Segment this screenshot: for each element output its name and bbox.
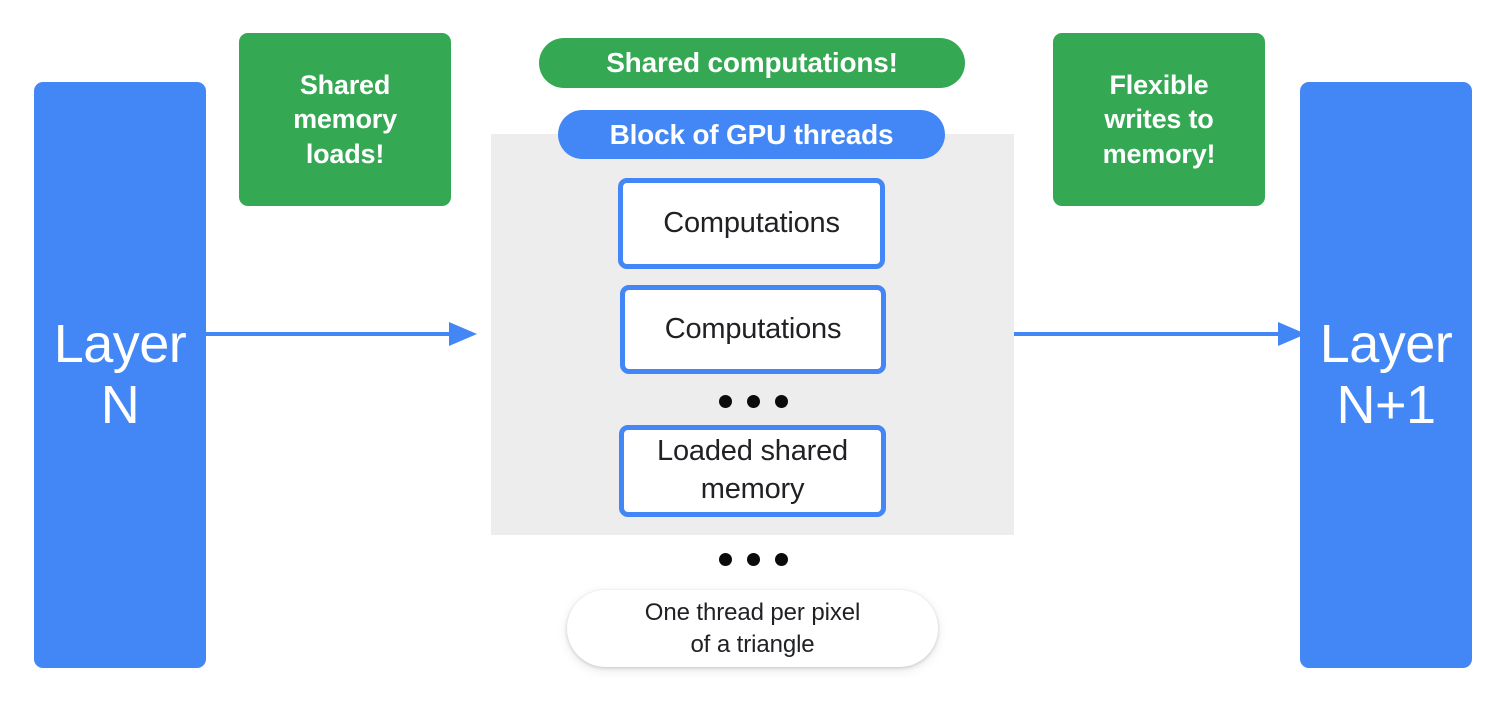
layer-n-plus-1-block: Layer N+1 xyxy=(1300,82,1472,668)
ellipsis-dot xyxy=(719,395,732,408)
ellipsis-dot xyxy=(775,395,788,408)
pill-shared-computations: Shared computations! xyxy=(539,38,965,88)
thread-box-loaded-shared-memory: Loaded shared memory xyxy=(619,425,886,517)
ellipsis-dot xyxy=(747,395,760,408)
ellipsis-inside-block xyxy=(719,395,788,408)
callout-flexible-writes-to-memory: Flexible writes to memory! xyxy=(1053,33,1265,206)
arrow-block-to-layer-n1 xyxy=(1014,322,1306,346)
thread-box-computations-1: Computations xyxy=(618,178,885,269)
layer-n-block: Layer N xyxy=(34,82,206,668)
ellipsis-below-block xyxy=(719,553,788,566)
pill-one-thread-per-pixel: One thread per pixel of a triangle xyxy=(567,590,938,667)
arrow-layer-n-to-block xyxy=(205,322,477,346)
ellipsis-dot xyxy=(719,553,732,566)
pill-block-of-gpu-threads: Block of GPU threads xyxy=(558,110,945,159)
callout-shared-memory-loads: Shared memory loads! xyxy=(239,33,451,206)
ellipsis-dot xyxy=(747,553,760,566)
ellipsis-dot xyxy=(775,553,788,566)
thread-box-computations-2: Computations xyxy=(620,285,886,374)
